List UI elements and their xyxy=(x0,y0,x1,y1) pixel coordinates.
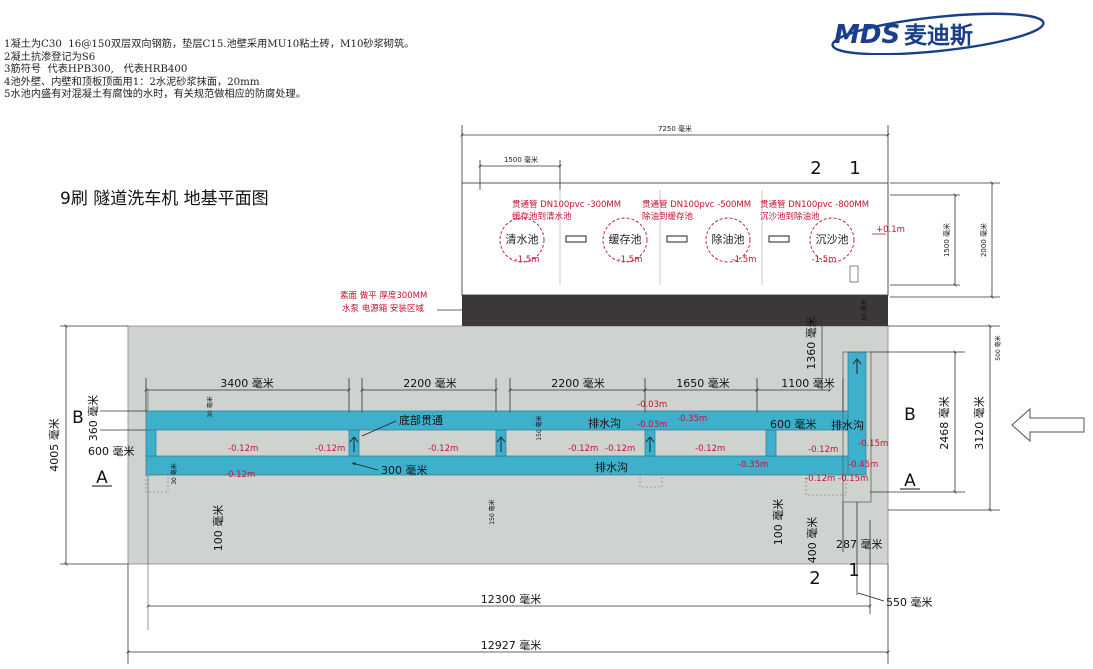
pipe-label: 贯通管 DN100pvc -300MM xyxy=(512,199,621,210)
dim-label: 360 毫米 xyxy=(86,395,100,442)
dim-label: 2200 毫米 xyxy=(403,376,457,390)
pipe-label: 除油到缓存池 xyxy=(642,211,694,222)
pump-note-1: 素面 做平 厚度300MM xyxy=(340,290,427,301)
dim-label: 600 毫米 xyxy=(770,417,817,431)
top-dim-chain xyxy=(144,378,844,412)
level-label: -0.12m xyxy=(228,444,258,454)
dim-label: 2468 毫米 xyxy=(937,396,951,450)
section-mark-top-2: 2 xyxy=(810,158,821,179)
dim-label: 400 毫米 xyxy=(805,517,819,564)
level-label: -0.15m xyxy=(838,474,868,484)
level-label: -0.12m xyxy=(225,470,255,480)
level-labels: -0.03m -0.03m -0.35m -0.12m -0.12m -0.12… xyxy=(225,400,888,484)
note-line: 5水池内盛有对混凝土有腐蚀的水时，有关规范做相应的防腐处理。 xyxy=(4,89,306,101)
level-label: -0.45m xyxy=(848,460,878,470)
pipe-label: 缓存池到清水池 xyxy=(512,211,572,222)
section-mark-A-right: A xyxy=(904,471,916,491)
drawing-title: 9刷 隧道洗车机 地基平面图 xyxy=(60,189,269,209)
pump-note-2: 水泵 电源箱 安装区域 xyxy=(342,303,424,314)
level-label: -0.12m xyxy=(428,444,458,454)
dim-label: 300 毫米 xyxy=(381,463,428,477)
pool-name: 清水池 xyxy=(506,233,539,246)
section-mark-B-right: B xyxy=(904,405,916,425)
tank-outer-dim: 2000 毫米 xyxy=(979,223,988,257)
dim-label: 287 毫米 xyxy=(836,537,883,551)
tank-height-dim: 1500 毫米 xyxy=(942,223,951,257)
dim-label: 4005 毫米 xyxy=(47,418,61,472)
dim-label: 3120 毫米 xyxy=(972,396,986,450)
dim-label: 12300 毫米 xyxy=(481,592,542,606)
note-line: 3筋符号 代表HPB300, 代表HRB400 xyxy=(4,64,188,76)
dim-label: 1360 毫米 xyxy=(804,316,818,370)
level-label: -0.12m xyxy=(568,444,598,454)
tank-block: 清水池 缓存池 除油池 沉沙池 -1.5m -1.5m -1.5m -1.5m … xyxy=(461,182,905,296)
level-label: -0.12m xyxy=(315,444,345,454)
overall-tank-dim: 7250 毫米 xyxy=(658,124,692,133)
dim-label: 500 毫米 xyxy=(994,335,1002,360)
pool-name: 沉沙池 xyxy=(816,233,849,246)
level-label: -0.03m xyxy=(637,400,667,410)
dim-label: 3400 毫米 xyxy=(220,376,274,390)
pipe-label: 沉沙池到除油池 xyxy=(760,211,820,222)
level-label: -0.35m xyxy=(738,460,768,470)
pool-name: 除油池 xyxy=(712,232,745,246)
note-line: 2凝土抗渗登记为S6 xyxy=(4,51,96,63)
drain-channels xyxy=(145,351,872,503)
level-label: -0.03m xyxy=(637,420,667,430)
top-level-label: +0.1m xyxy=(876,225,905,235)
drain-label-right: 排水沟 xyxy=(831,418,864,432)
entry-arrow-icon xyxy=(1011,407,1085,443)
svg-text:MDS: MDS xyxy=(834,20,900,50)
pipe-label: 贯通管 DN100pvc -800MM xyxy=(760,199,869,210)
note-line: 4池外壁、内壁和顶板顶面用1：2水泥砂浆抹面，20mm xyxy=(4,76,260,88)
pipe-label: 贯通管 DN100pvc -500MM xyxy=(642,199,751,210)
dim-label: 12927 毫米 xyxy=(481,638,542,652)
pump-area-strip xyxy=(462,295,888,326)
dim-label: 100 毫米 xyxy=(771,499,785,546)
pool-level: -1.5m xyxy=(515,255,540,265)
bottom-dims xyxy=(126,502,890,664)
pool-name: 缓存池 xyxy=(609,232,642,246)
level-label: -0.12m xyxy=(805,474,835,484)
drain-label-upper: 排水沟 xyxy=(588,416,621,430)
pool-level: -1.5m xyxy=(732,255,757,265)
section-mark-1-bottom: 1 xyxy=(848,560,859,581)
dim-label: 30 毫米 xyxy=(170,463,178,485)
level-label: -0.15m xyxy=(858,439,888,449)
dim-label: 85 毫米 xyxy=(860,299,868,321)
dim-label: 150 毫米 xyxy=(535,415,543,440)
dim-label: 2200 毫米 xyxy=(551,376,605,390)
dim-label: 1100 毫米 xyxy=(781,376,835,390)
note-line: 1凝土为C30 16@150双层双向钢筋，垫层C15.池壁采用MU10粘土砖，M… xyxy=(4,39,415,50)
dim-label: 100 毫米 xyxy=(211,505,225,552)
mds-logo: MDS 麦迪斯 xyxy=(831,12,1045,55)
section-mark-2-bottom: 2 xyxy=(809,568,820,589)
dim-label: 150 毫米 xyxy=(488,499,496,524)
dim-label: 600 毫米 xyxy=(88,444,135,458)
right-dims xyxy=(60,324,1000,566)
level-label: -0.12m xyxy=(808,445,838,455)
tank-dimensions xyxy=(460,125,1000,299)
dim-label: 30 毫米 xyxy=(206,396,214,418)
construction-notes: 1凝土为C30 16@150双层双向钢筋，垫层C15.池壁采用MU10粘土砖，M… xyxy=(4,39,414,102)
pool-level: -1.5m xyxy=(618,255,643,265)
section-mark-B-left: B xyxy=(72,408,84,428)
bottom-through-label: 底部贯通 xyxy=(399,413,443,427)
dim-label: 550 毫米 xyxy=(886,595,933,609)
svg-text:麦迪斯: 麦迪斯 xyxy=(904,22,973,49)
dim-label: 1650 毫米 xyxy=(676,376,730,390)
section-mark-top-1: 1 xyxy=(849,158,860,179)
level-label: -0.35m xyxy=(677,414,707,424)
level-label: -0.12m xyxy=(695,444,725,454)
foundation-slab xyxy=(127,325,889,565)
pool-level: -1.5m xyxy=(812,255,837,265)
section-mark-A-left: A xyxy=(96,468,108,488)
first-pool-dim: 1500 毫米 xyxy=(504,155,538,164)
drain-label-lower: 排水沟 xyxy=(595,460,628,474)
level-label: -0.12m xyxy=(605,444,635,454)
